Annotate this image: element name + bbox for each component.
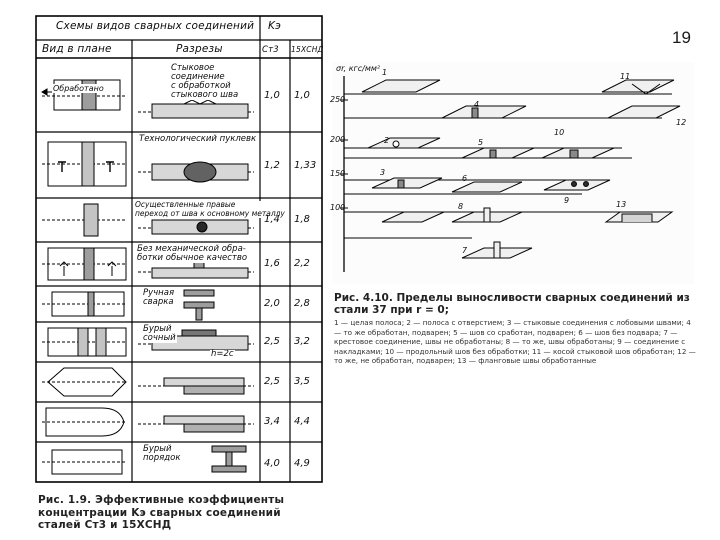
k-steel: 2,8 <box>294 298 310 309</box>
col-steel-header: 15ХСНД <box>291 45 324 54</box>
figure-caption-legend: 1 — целая полоса; 2 — полоса с отверстие… <box>334 318 696 365</box>
k-st3: 2,5 <box>264 376 280 387</box>
plan-note: Обработано <box>52 84 105 93</box>
k-steel: 1,33 <box>294 160 317 171</box>
row-note: Осуществленные правые переход от шва к о… <box>134 200 286 218</box>
k-st3: 3,4 <box>264 416 280 427</box>
k-steel: 1,8 <box>294 214 310 225</box>
figure-caption: Рис. 4.10. Пределы выносливости сварных … <box>334 292 698 366</box>
table-drawing <box>35 15 323 483</box>
tick-label: 250 <box>330 95 346 104</box>
row-note: h=2c <box>210 349 235 359</box>
specimen-number: 4 <box>474 100 480 109</box>
kcol-header: Kэ <box>268 20 282 32</box>
row-note: Бурый сочный <box>142 324 177 343</box>
specimen-number: 12 <box>676 118 687 127</box>
k-st3: 1,6 <box>264 258 280 269</box>
fatigue-figure-scan: σr, кгс/мм² 250 200 150 100 1 2 3 4 5 6 … <box>330 62 694 284</box>
axis-label: σr, кгс/мм² <box>336 64 381 73</box>
specimen-number: 1 <box>382 68 388 77</box>
k-st3: 1,2 <box>264 160 280 171</box>
row-note: Ручная сварка <box>142 288 176 307</box>
k-st3: 4,0 <box>264 458 280 469</box>
k-st3: 1,0 <box>264 90 280 101</box>
row-note: Стыковое соединение с обработкой стыково… <box>170 63 240 100</box>
k-st3: 2,0 <box>264 298 280 309</box>
row-note: Бурый порядок <box>142 444 182 463</box>
tick-label: 200 <box>330 135 346 144</box>
row-note: Без механической обра- ботки обычное кач… <box>136 244 249 263</box>
specimen-number: 5 <box>478 138 484 147</box>
specimen-number: 10 <box>554 128 565 137</box>
tick-label: 100 <box>330 203 346 212</box>
specimen-number: 6 <box>462 174 468 183</box>
specimens-drawing <box>340 76 681 272</box>
k-steel: 4,9 <box>294 458 310 469</box>
specimen-number: 11 <box>620 72 631 81</box>
row-note: Технологический пуклевк <box>138 134 258 144</box>
specimen-number: 2 <box>384 136 390 145</box>
k-steel: 4,4 <box>294 416 310 427</box>
table-caption: Рис. 1.9. Эффективные коэффициенты конце… <box>38 494 285 531</box>
col-section-header: Разрезы <box>176 43 223 55</box>
figure-caption-title: Рис. 4.10. Пределы выносливости сварных … <box>334 292 690 316</box>
specimen-number: 3 <box>380 168 386 177</box>
table-title: Схемы видов сварных соединений <box>56 20 255 32</box>
specimen-number: 7 <box>462 246 468 255</box>
k-steel: 3,5 <box>294 376 310 387</box>
specimen-number: 9 <box>564 196 570 205</box>
tick-label: 150 <box>330 169 346 178</box>
k-steel: 1,0 <box>294 90 310 101</box>
k-steel: 3,2 <box>294 336 310 347</box>
col-plan-header: Вид в плане <box>42 43 112 55</box>
k-st3: 2,5 <box>264 336 280 347</box>
col-st3-header: Ст3 <box>262 45 279 55</box>
slide-number: 19 <box>672 28 691 47</box>
specimen-number: 8 <box>458 202 464 211</box>
specimen-number: 13 <box>616 200 627 209</box>
weld-joint-table-scan: Схемы видов сварных соединений Kэ Вид в … <box>34 14 324 484</box>
k-steel: 2,2 <box>294 258 310 269</box>
k-st3: 1,4 <box>264 214 280 225</box>
